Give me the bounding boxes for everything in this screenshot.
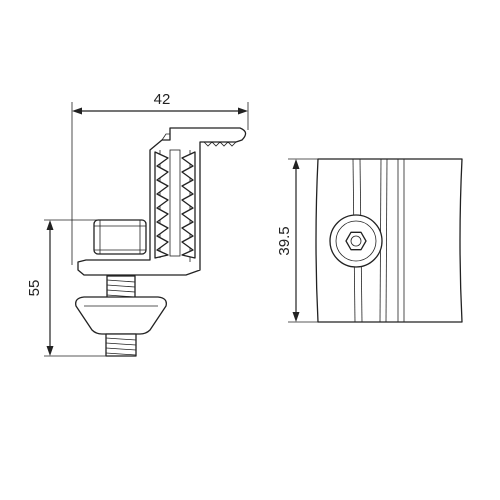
bolt-thread-upper [106,275,136,299]
dimension-front-height: 39.5 [276,158,318,323]
clamp-side-view [77,127,247,276]
t-nut-base [75,296,167,335]
clamp-front-view [315,158,463,323]
bolt-head-front [329,214,383,268]
dimension-label-39-5: 39.5 [276,226,293,255]
hex-socket-icon [345,231,367,251]
clamp-teeth-right [181,151,196,259]
clamp-teeth-left [154,151,169,259]
dimension-top-width: 42 [71,91,249,265]
clamp-front-body [315,158,463,323]
dimension-label-55: 55 [26,280,43,297]
bolt-thread-lower [105,333,137,357]
dimension-label-42: 42 [154,91,171,108]
bolt-head [93,219,147,255]
dimension-side-height: 55 [26,219,108,357]
